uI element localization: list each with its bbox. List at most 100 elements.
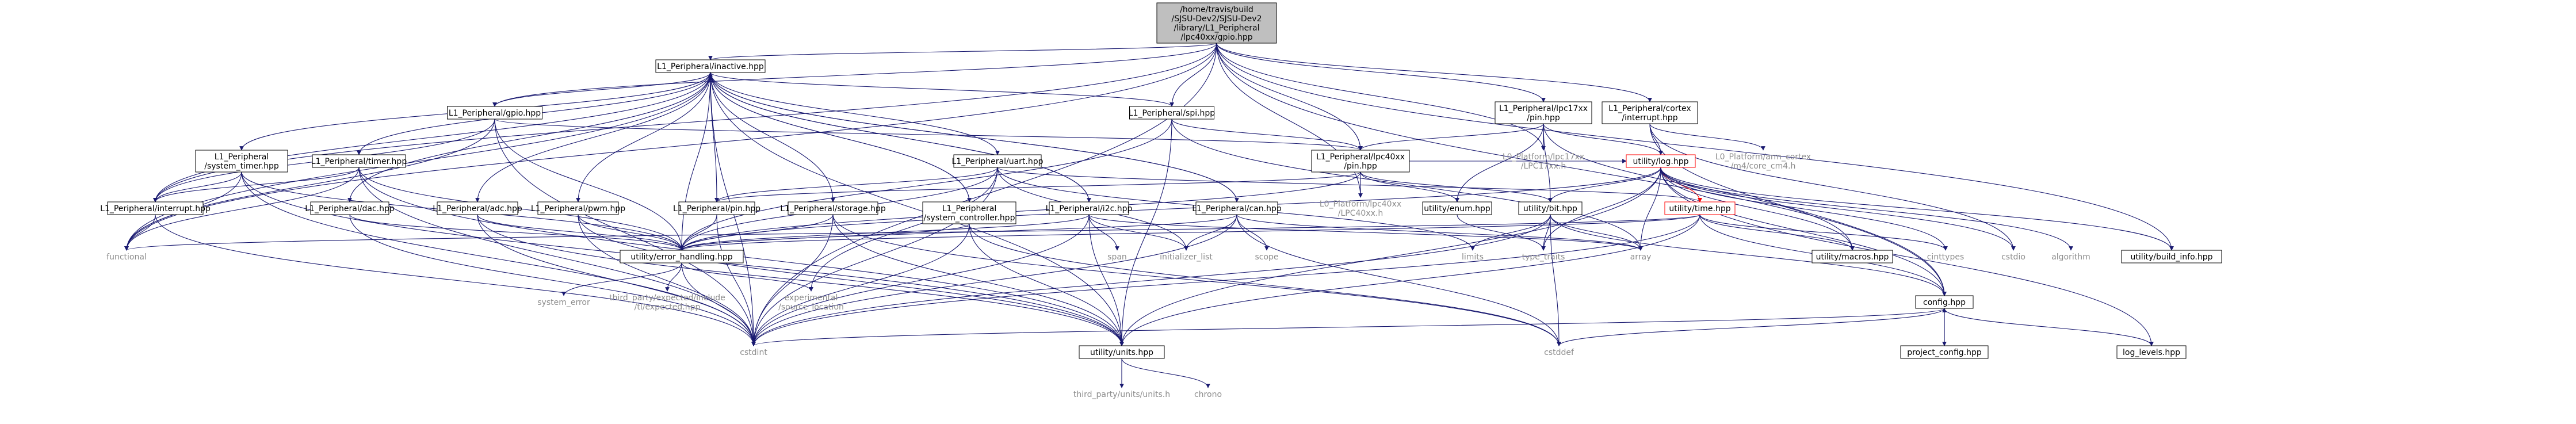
edge-timer-to-interrupt: [153, 167, 360, 203]
node-box: [922, 201, 1016, 224]
edge-uart-to-time: [997, 167, 1702, 203]
node-array: array: [1630, 253, 1652, 262]
edge-inactive-to-storage: [710, 72, 835, 203]
node-build-info[interactable]: utility/build_info.hpp: [2121, 250, 2222, 263]
node-pwm[interactable]: L1_Peripheral/pwm.hpp: [531, 201, 625, 215]
edge-log-to-bit: [1548, 167, 1661, 203]
edge-time-to-error-handling: [679, 214, 1700, 251]
node-lpc17xx-pin[interactable]: L1_Peripheral/lpc17xx/pin.hpp: [1495, 101, 1592, 124]
node-root[interactable]: /home/travis/build/SJSU-Dev2/SJSU-Dev2/l…: [1156, 2, 1277, 44]
edge-interrupt-to-functional: [124, 214, 156, 251]
edge-root-to-lpc17xx-pin: [1216, 43, 1546, 102]
edge-root-to-cstdint: [751, 43, 1217, 346]
node-label: initializer_list: [1160, 253, 1213, 262]
edge-root-to-functional: [124, 43, 1217, 251]
edge-lpc17xx-pin-to-lpc40xx-pin: [1358, 123, 1544, 151]
node-label: L1_Peripheral/pin.hpp: [673, 204, 760, 213]
node-label: L0_Platform/lpc40xx/LPC40xx.h: [1320, 200, 1401, 218]
node-time[interactable]: utility/time.hpp: [1664, 201, 1736, 215]
edge-system-timer-to-interrupt: [153, 171, 242, 203]
node-config[interactable]: config.hpp: [1915, 295, 1974, 309]
node-timer[interactable]: L1_Peripheral/timer.hpp: [311, 154, 407, 168]
edge-root-to-inactive: [708, 43, 1217, 60]
edge-dac-to-error-handling: [349, 214, 684, 251]
node-system-controller[interactable]: L1_Peripheral/system_controller.hpp: [922, 201, 1016, 224]
edge-gpio-to-functional: [124, 119, 495, 251]
node-inactive[interactable]: L1_Peripheral/inactive.hpp: [655, 59, 766, 73]
edge-adc-to-error-handling: [477, 214, 684, 251]
node-box: [312, 154, 406, 168]
node-enum[interactable]: utility/enum.hpp: [1422, 201, 1492, 215]
node-lpc40xx-pin[interactable]: L1_Peripheral/lpc40xx/pin.hpp: [1311, 150, 1410, 173]
edge-storage-to-cstddef: [832, 214, 1561, 346]
node-label: /home/travis/build/SJSU-Dev2/SJSU-Dev2/l…: [1171, 5, 1262, 42]
node-span: span: [1107, 253, 1127, 262]
node-box: [1156, 2, 1277, 44]
node-box: [1311, 150, 1410, 173]
node-project-config[interactable]: project_config.hpp: [1900, 345, 1989, 359]
node-label: limits: [1462, 253, 1484, 262]
node-box: [2121, 250, 2222, 263]
node-gpio[interactable]: L1_Peripheral/gpio.hpp: [447, 106, 542, 120]
node-macros[interactable]: utility/macros.hpp: [1811, 250, 1893, 263]
edge-units-to-chrono: [1121, 358, 1210, 388]
node-box: [1602, 101, 1698, 124]
node-log-levels[interactable]: log_levels.hpp: [2116, 345, 2187, 359]
edge-log-to-config: [1660, 167, 1947, 296]
edge-can-to-cstdint: [751, 214, 1237, 346]
edge-inactive-to-uart: [710, 72, 1000, 155]
node-dac[interactable]: L1_Peripheral/dac.hpp: [305, 201, 395, 215]
edge-system-controller-to-units: [969, 223, 1124, 346]
node-pin[interactable]: L1_Peripheral/pin.hpp: [673, 201, 760, 215]
node-error-handling[interactable]: utility/error_handling.hpp: [620, 250, 744, 263]
node-label: third_party/units/units.h: [1073, 390, 1170, 399]
edge-timer-to-functional: [124, 167, 360, 251]
edge-pwm-to-units: [578, 214, 1124, 346]
node-label: chrono: [1194, 390, 1222, 399]
edge-storage-to-units: [832, 214, 1124, 346]
node-units[interactable]: utility/units.hpp: [1079, 345, 1165, 359]
node-storage[interactable]: L1_Peripheral/storage.hpp: [780, 201, 886, 215]
edge-time-to-units: [1119, 214, 1700, 346]
edge-storage-to-cstdint: [751, 214, 834, 346]
edge-i2c-to-inactive: [708, 72, 1090, 203]
node-label: L1_Peripheral/cortex/interrupt.hpp: [1608, 104, 1691, 123]
edge-root-to-cortex-interrupt: [1216, 43, 1652, 102]
node-layer: /home/travis/build/SJSU-Dev2/SJSU-Dev2/l…: [100, 2, 2222, 399]
node-uart[interactable]: L1_Peripheral/uart.hpp: [951, 154, 1044, 168]
node-bit[interactable]: utility/bit.hpp: [1518, 201, 1583, 215]
edge-cortex-interrupt-to-cstdio: [1649, 123, 2016, 251]
node-label: log_levels.hpp: [2123, 348, 2180, 357]
node-scope: scope: [1255, 253, 1278, 262]
node-label: L1_Peripheral/inactive.hpp: [657, 62, 764, 71]
node-spi[interactable]: L1_Peripheral/spi.hpp: [1129, 106, 1216, 120]
node-cortex-interrupt[interactable]: L1_Peripheral/cortex/interrupt.hpp: [1602, 101, 1698, 124]
node-label: cinttypes: [1927, 253, 1965, 262]
edge-error-handling-to-source-location: [681, 262, 813, 292]
edge-can-to-array: [1236, 214, 1643, 251]
edge-lpc40xx-pin-to-error-handling: [679, 171, 1361, 251]
node-adc[interactable]: L1_Peripheral/adc.hpp: [433, 201, 522, 215]
edge-log-to-cinttypes: [1660, 167, 1948, 251]
node-label: utility/units.hpp: [1090, 348, 1153, 357]
node-system-timer[interactable]: L1_Peripheral/system_timer.hpp: [195, 150, 288, 173]
node-label: utility/bit.hpp: [1523, 204, 1577, 213]
edge-root-to-config: [1216, 43, 1947, 296]
node-lpc17xx-h: L0_Platform/lpc17xx/LPC17xx.h: [1503, 152, 1584, 171]
node-can[interactable]: L1_Peripheral/can.hpp: [1192, 201, 1282, 215]
node-label: array: [1630, 253, 1652, 262]
node-label: algorithm: [2051, 253, 2090, 262]
node-cstdint: cstdint: [740, 348, 767, 357]
node-label: L1_Peripheral/lpc17xx/pin.hpp: [1499, 104, 1588, 123]
edge-inactive-to-adc: [475, 72, 711, 203]
node-i2c[interactable]: L1_Peripheral/i2c.hpp: [1046, 201, 1133, 215]
node-label: experimental/source_location: [778, 293, 844, 312]
node-log[interactable]: utility/log.hpp: [1626, 154, 1696, 168]
edge-uart-to-cstdint: [751, 167, 998, 346]
node-interrupt[interactable]: L1_Peripheral/interrupt.hpp: [100, 201, 211, 215]
node-label: L1_Peripheral/adc.hpp: [433, 204, 522, 213]
node-box: [1626, 154, 1696, 168]
node-label: L1_Peripheral/interrupt.hpp: [100, 204, 211, 213]
node-label: utility/enum.hpp: [1424, 204, 1490, 213]
node-label: type_traits: [1522, 253, 1565, 262]
